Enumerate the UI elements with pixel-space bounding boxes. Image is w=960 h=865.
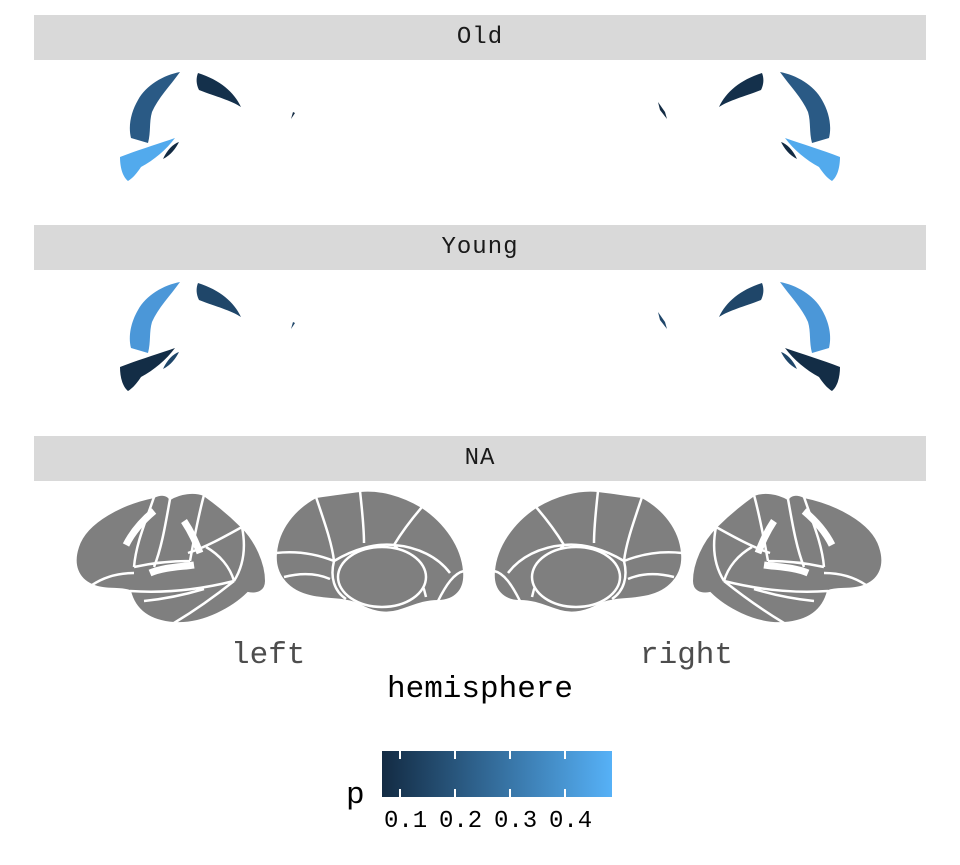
facet-strip-old: Old bbox=[34, 15, 926, 60]
region-outer-arc bbox=[129, 72, 180, 143]
facet-label: Old bbox=[456, 24, 504, 51]
legend-colorbar bbox=[382, 751, 612, 797]
panel-na-svg bbox=[74, 489, 884, 625]
legend-tick bbox=[564, 789, 566, 797]
region-outer-arc bbox=[780, 282, 831, 353]
panel-old-svg bbox=[120, 72, 840, 181]
panel-na bbox=[34, 481, 926, 631]
region-sliver bbox=[658, 312, 667, 329]
legend-title: p bbox=[346, 778, 365, 813]
legend-tick bbox=[399, 751, 401, 759]
right-lateral-brain bbox=[690, 491, 884, 625]
facet-label: NA bbox=[464, 445, 496, 472]
region-lower-wedge bbox=[785, 348, 840, 391]
right-medial-brain bbox=[492, 489, 684, 614]
facet-label: Young bbox=[441, 234, 519, 261]
legend-tick bbox=[399, 789, 401, 797]
region-sliver bbox=[291, 322, 295, 329]
region-lower-wedge bbox=[120, 348, 175, 391]
facet-strip-na: NA bbox=[34, 436, 926, 481]
x-tick-left: left bbox=[231, 638, 306, 673]
x-tick-right: right bbox=[640, 638, 734, 673]
region-upper-arc bbox=[196, 73, 241, 107]
legend-tick bbox=[509, 789, 511, 797]
left-hemisphere-regions bbox=[120, 72, 295, 181]
right-hemisphere-regions bbox=[658, 72, 840, 181]
region-upper-arc bbox=[719, 73, 764, 107]
region-outer-arc bbox=[129, 282, 180, 353]
panel-old bbox=[34, 60, 926, 210]
legend-tick bbox=[454, 751, 456, 759]
legend-label: 0.4 bbox=[549, 808, 593, 835]
facet-strip-young: Young bbox=[34, 225, 926, 270]
left-lateral-brain bbox=[74, 491, 268, 625]
region-upper-arc bbox=[196, 283, 241, 317]
region-small-lens bbox=[781, 142, 797, 159]
panel-young-svg bbox=[120, 282, 840, 391]
panel-young bbox=[34, 270, 926, 420]
legend-label: 0.2 bbox=[439, 808, 483, 835]
region-upper-arc bbox=[719, 283, 764, 317]
region-small-lens bbox=[163, 352, 179, 369]
region-lower-wedge bbox=[120, 138, 175, 181]
legend-label: 0.3 bbox=[494, 808, 538, 835]
legend-tick bbox=[454, 789, 456, 797]
legend-tick bbox=[509, 751, 511, 759]
region-small-lens bbox=[163, 142, 179, 159]
legend-labels: 0.1 0.2 0.3 0.4 bbox=[384, 808, 614, 838]
legend-label: 0.1 bbox=[384, 808, 428, 835]
region-small-lens bbox=[781, 352, 797, 369]
left-hemisphere-regions bbox=[120, 282, 295, 391]
region-sliver bbox=[291, 112, 295, 119]
left-medial-brain bbox=[274, 489, 466, 614]
x-axis-title: hemisphere bbox=[386, 672, 574, 707]
right-hemisphere-regions bbox=[658, 282, 840, 391]
region-outer-arc bbox=[780, 72, 831, 143]
region-lower-wedge bbox=[785, 138, 840, 181]
legend-tick bbox=[564, 751, 566, 759]
region-sliver bbox=[658, 102, 667, 119]
